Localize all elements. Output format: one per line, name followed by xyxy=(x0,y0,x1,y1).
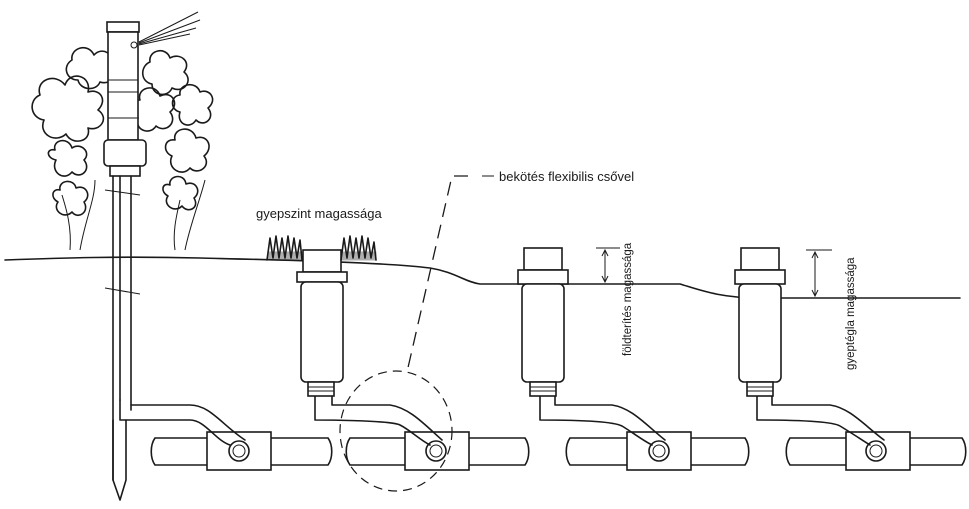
saddle-tee-3 xyxy=(626,431,692,471)
saddle-tee-4 xyxy=(845,431,911,471)
dimension-arrow-turf xyxy=(806,249,832,299)
shrub-foliage xyxy=(31,46,214,251)
saddle-tee-1 xyxy=(206,431,272,471)
grass-tuft-left-icon xyxy=(266,235,303,261)
label-lawn-level: gyepszint magassága xyxy=(256,206,383,221)
ground-line xyxy=(4,256,961,299)
flex-hose-4 xyxy=(756,394,885,446)
flex-hose-3 xyxy=(539,394,666,446)
label-flexible-hose: bekötés flexibilis csővel xyxy=(499,169,634,184)
saddle-tee-2 xyxy=(404,431,470,471)
grass-tuft-right-icon xyxy=(340,235,377,261)
flex-hose-2 xyxy=(314,394,443,446)
flex-hose-1 xyxy=(119,399,246,446)
dimension-arrow-soil xyxy=(596,247,620,285)
sprinkler-body-2 xyxy=(517,247,569,397)
callout-circle xyxy=(339,370,453,492)
label-turf-brick: gyeptégla magassága xyxy=(845,257,857,370)
label-soil-coverage: földterítés magassága xyxy=(622,242,634,356)
sprinkler-body-1 xyxy=(296,249,348,397)
callout-leader xyxy=(406,175,494,373)
rotor-sprinkler xyxy=(103,21,147,501)
sprinkler-body-3 xyxy=(734,247,786,397)
spray-lines-icon xyxy=(138,11,201,46)
supply-pipe xyxy=(150,437,967,466)
